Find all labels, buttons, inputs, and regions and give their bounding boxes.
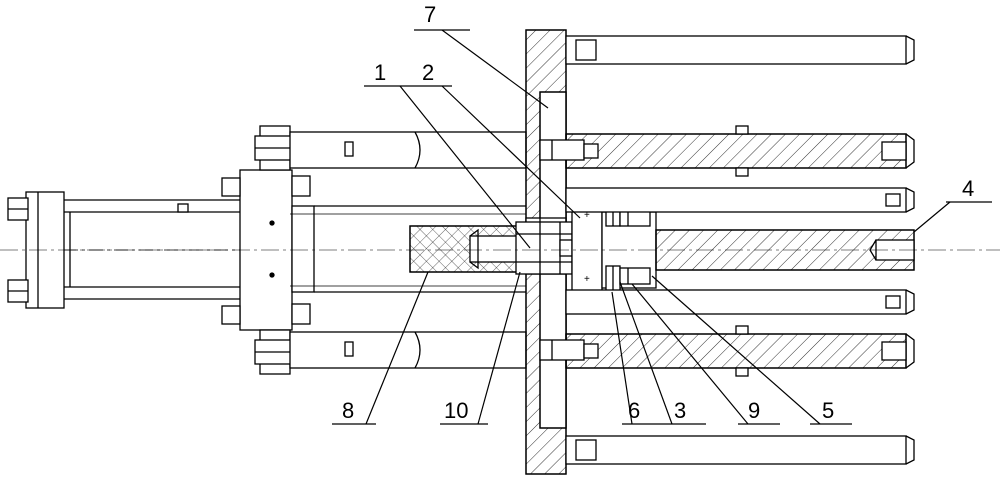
callout-8: 8 bbox=[342, 398, 354, 423]
coupling bbox=[515, 221, 573, 275]
finger-7 bbox=[565, 435, 915, 465]
callout-9: 9 bbox=[748, 398, 760, 423]
callout-6: 6 bbox=[628, 398, 640, 423]
callout-1: 1 bbox=[374, 60, 386, 85]
finger-6 bbox=[539, 325, 915, 377]
finger-2 bbox=[539, 125, 915, 177]
callout-3: 3 bbox=[674, 398, 686, 423]
callout-10: 10 bbox=[444, 398, 468, 423]
center-block: + + bbox=[571, 199, 657, 297]
piston-rod bbox=[409, 225, 527, 273]
lower-guide-rod bbox=[289, 331, 527, 369]
callout-4: 4 bbox=[962, 176, 974, 201]
finger-3 bbox=[565, 187, 915, 213]
callout-labels: 7 1 2 4 8 10 6 3 9 5 bbox=[342, 2, 974, 423]
upper-guide-rod bbox=[289, 131, 527, 169]
cylinder-tie-rods bbox=[64, 199, 244, 300]
rear-end-cap bbox=[7, 191, 65, 309]
callout-5: 5 bbox=[822, 398, 834, 423]
finger-1 bbox=[565, 35, 915, 65]
callout-7: 7 bbox=[424, 2, 436, 27]
svg-text:+: + bbox=[584, 274, 590, 285]
finger-5 bbox=[565, 289, 915, 315]
leader-lines bbox=[332, 29, 992, 425]
svg-text:+: + bbox=[584, 210, 590, 221]
callout-2: 2 bbox=[422, 60, 434, 85]
